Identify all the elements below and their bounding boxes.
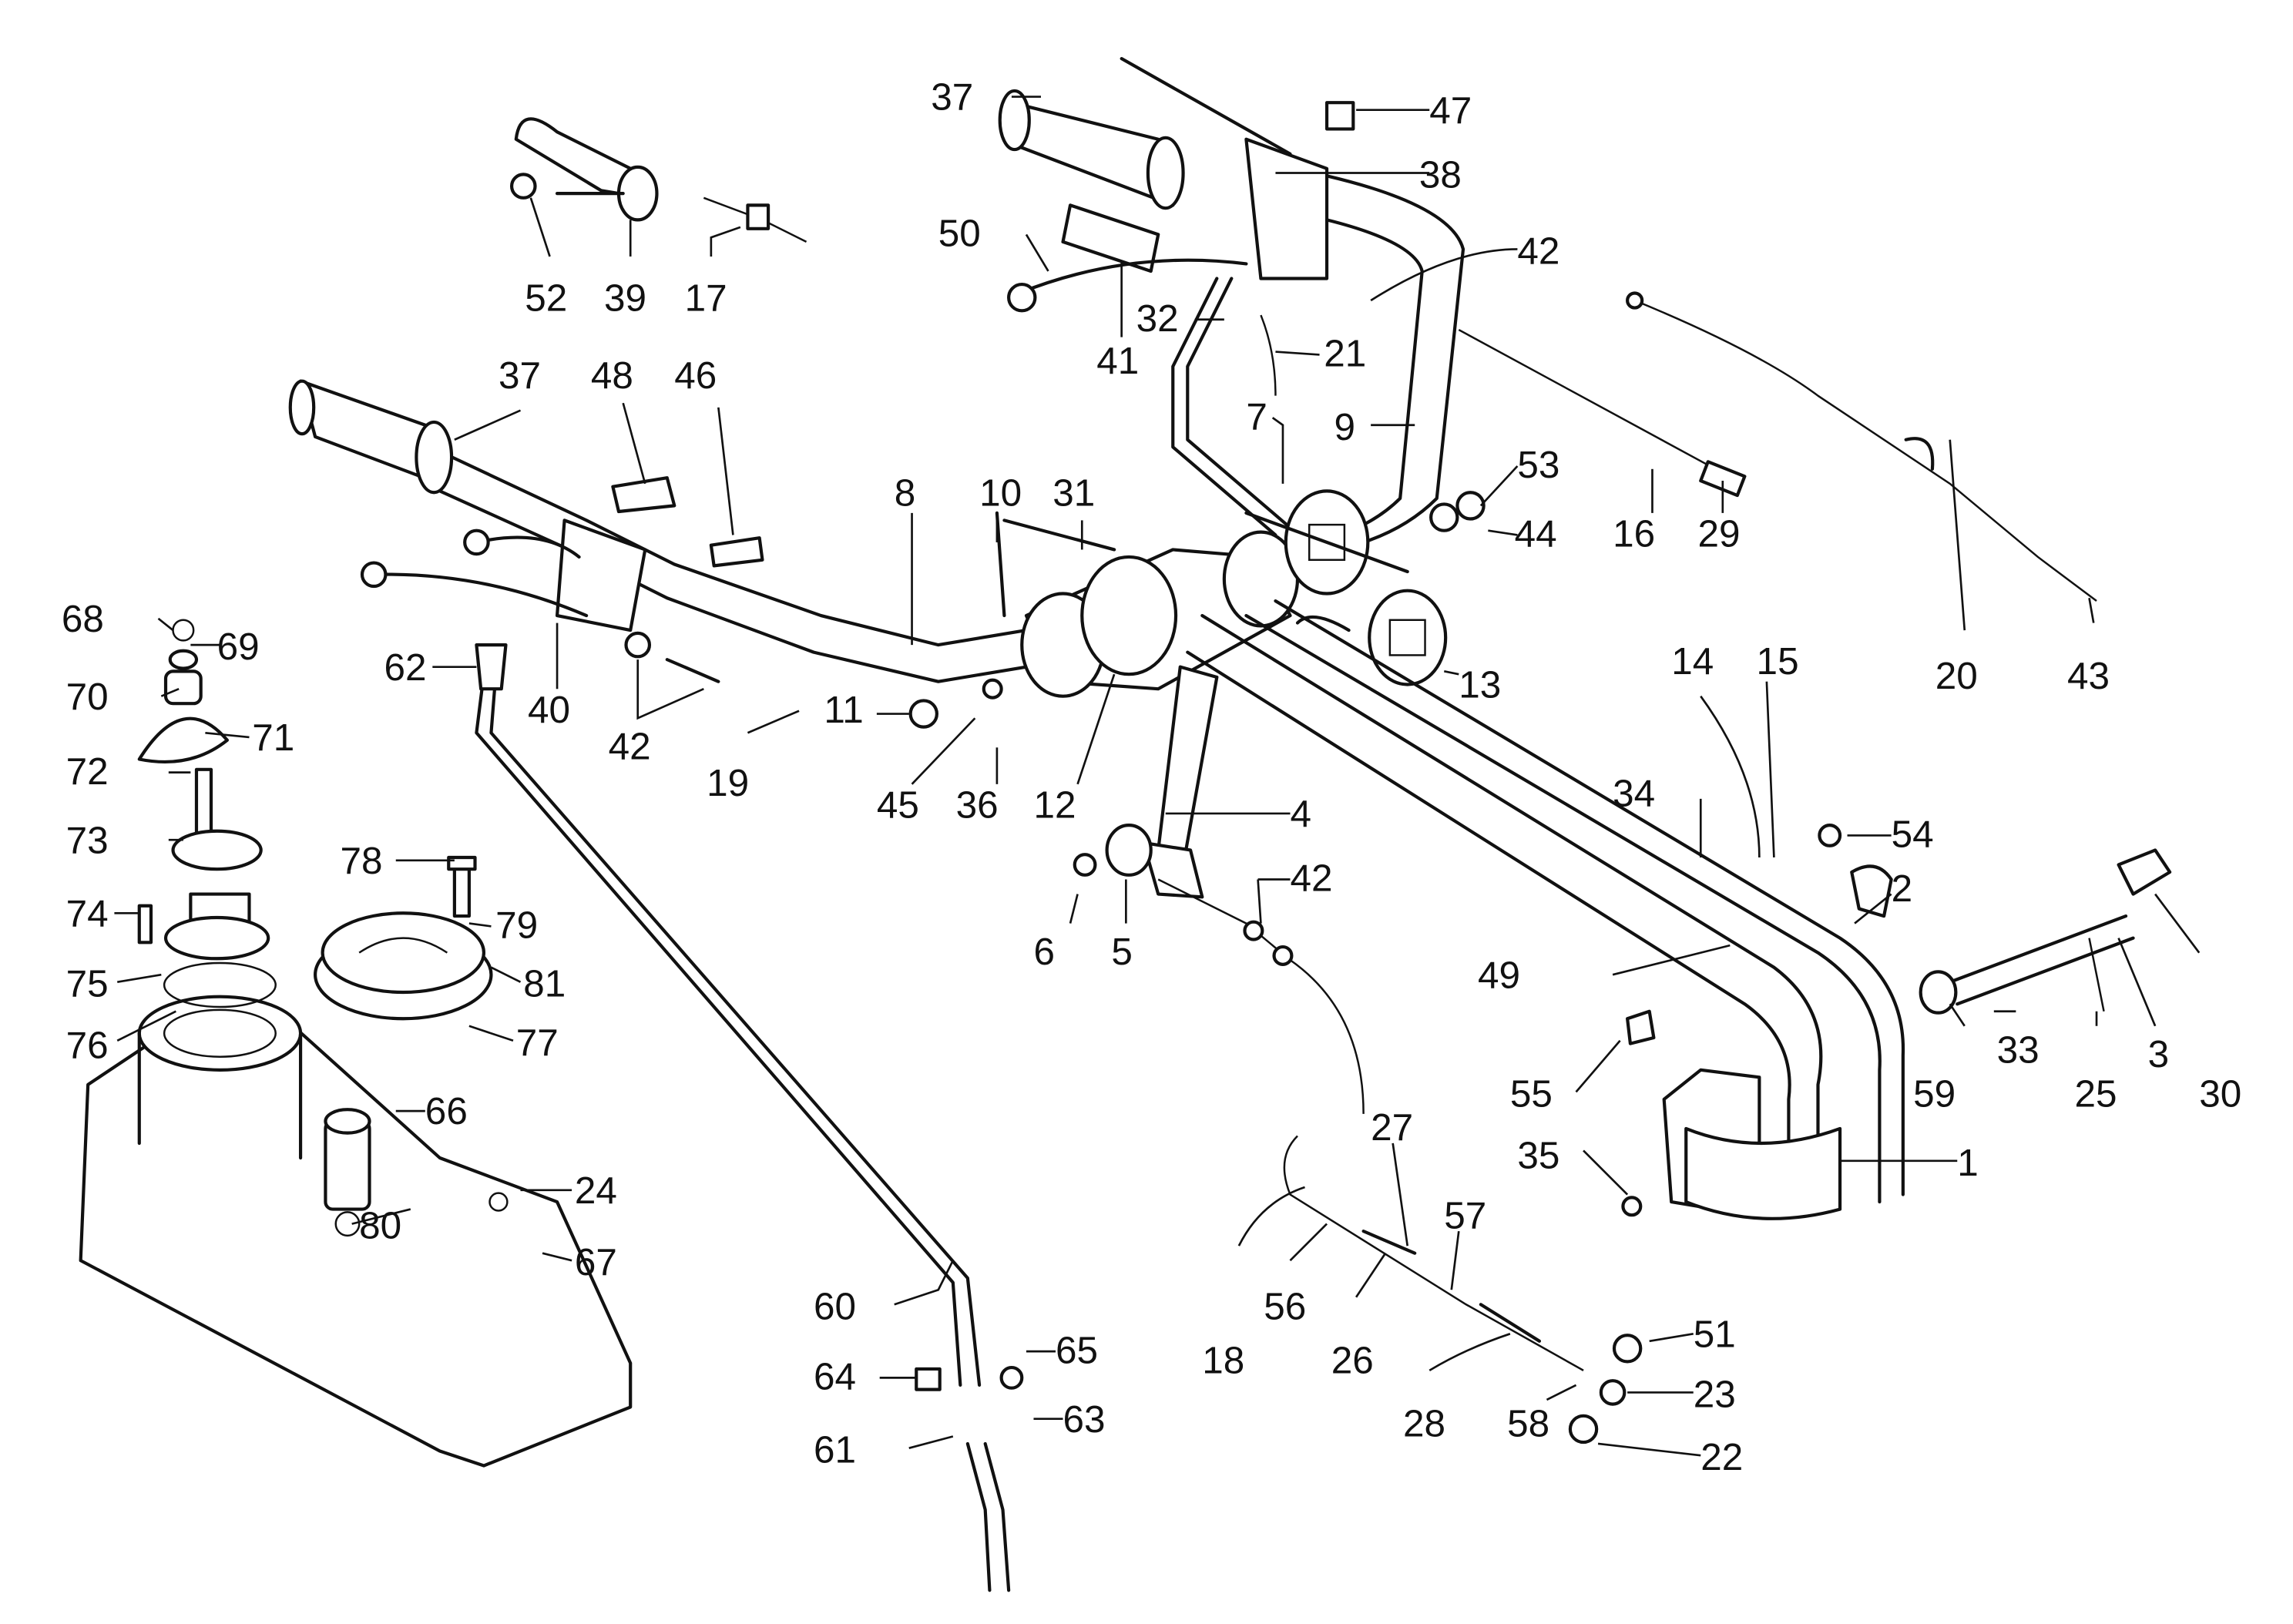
label-35: 35 xyxy=(1517,1134,1559,1176)
label-49: 49 xyxy=(1478,954,1520,996)
label-50: 50 xyxy=(938,213,981,255)
label-45: 45 xyxy=(877,784,919,827)
small-hardware xyxy=(488,511,1893,1217)
label-78: 78 xyxy=(340,840,382,882)
label-62: 62 xyxy=(384,646,427,689)
label-31: 31 xyxy=(1052,471,1095,514)
label-19: 19 xyxy=(707,762,749,804)
label-56: 56 xyxy=(1264,1285,1306,1327)
label-73: 73 xyxy=(66,819,109,861)
label-39: 39 xyxy=(604,277,646,319)
label-51: 51 xyxy=(1694,1313,1736,1355)
label-65: 65 xyxy=(1056,1329,1098,1371)
label-46: 46 xyxy=(674,354,717,397)
lever-assembly xyxy=(1073,665,1365,1114)
label-42-left: 42 xyxy=(609,726,651,768)
label-1: 1 xyxy=(1957,1142,1979,1184)
label-17: 17 xyxy=(685,277,727,319)
label-37: 37 xyxy=(931,76,973,119)
label-18: 18 xyxy=(1202,1340,1244,1382)
label-55: 55 xyxy=(1510,1072,1553,1115)
label-34: 34 xyxy=(1613,772,1655,814)
label-8: 8 xyxy=(895,471,916,514)
label-29: 29 xyxy=(1697,513,1740,555)
label-21: 21 xyxy=(1324,333,1366,375)
label-24: 24 xyxy=(575,1169,617,1212)
label-4: 4 xyxy=(1290,793,1311,835)
label-33: 33 xyxy=(1997,1028,2040,1071)
label-38: 38 xyxy=(1419,154,1462,196)
callout-text: 37 47 38 50 42 32 21 41 7 9 16 29 53 44 … xyxy=(62,76,2241,1479)
label-11: 11 xyxy=(824,689,863,731)
label-66: 66 xyxy=(425,1090,468,1132)
label-67: 67 xyxy=(575,1241,617,1283)
label-47: 47 xyxy=(1429,89,1472,132)
label-57: 57 xyxy=(1444,1194,1486,1236)
label-26: 26 xyxy=(1331,1340,1374,1382)
label-12: 12 xyxy=(1033,784,1076,827)
label-72: 72 xyxy=(66,750,109,793)
label-41: 41 xyxy=(1096,340,1139,382)
gearbox-housing xyxy=(79,619,633,1468)
label-16: 16 xyxy=(1613,513,1655,555)
handlebar-left-tube xyxy=(288,379,1029,683)
shift-rod xyxy=(475,643,1024,1592)
clutch-lever-small xyxy=(509,117,807,243)
label-5: 5 xyxy=(1111,931,1133,973)
label-70: 70 xyxy=(66,676,109,718)
label-42: 42 xyxy=(1517,230,1559,272)
handlebar-right-tube xyxy=(998,57,1465,545)
label-30: 30 xyxy=(2199,1072,2241,1115)
label-64: 64 xyxy=(814,1356,856,1398)
label-53: 53 xyxy=(1517,444,1559,486)
cable-upper-right xyxy=(1429,291,2097,602)
control-cable xyxy=(1283,1135,1643,1444)
label-43: 43 xyxy=(2067,655,2110,697)
label-58: 58 xyxy=(1507,1402,1549,1444)
label-76: 76 xyxy=(66,1025,109,1067)
label-59: 59 xyxy=(1913,1072,1956,1115)
label-6: 6 xyxy=(1033,931,1055,973)
label-2: 2 xyxy=(1892,867,1913,910)
label-48: 48 xyxy=(591,354,633,397)
label-80: 80 xyxy=(359,1205,401,1247)
label-13: 13 xyxy=(1459,664,1501,706)
label-63: 63 xyxy=(1063,1398,1106,1441)
label-3: 3 xyxy=(2148,1033,2170,1075)
label-9: 9 xyxy=(1335,406,1356,448)
label-36: 36 xyxy=(956,784,999,827)
label-68: 68 xyxy=(62,598,104,640)
label-61: 61 xyxy=(814,1429,856,1471)
throttle-lever xyxy=(1919,848,2172,1015)
label-15: 15 xyxy=(1757,640,1799,683)
label-14: 14 xyxy=(1671,640,1714,683)
label-42-center: 42 xyxy=(1290,857,1332,900)
label-79: 79 xyxy=(495,904,538,947)
label-44: 44 xyxy=(1515,513,1557,555)
label-71: 71 xyxy=(252,716,294,759)
label-60: 60 xyxy=(814,1285,856,1327)
label-32: 32 xyxy=(1136,297,1179,340)
label-10: 10 xyxy=(979,471,1022,514)
label-22: 22 xyxy=(1700,1436,1743,1478)
label-69: 69 xyxy=(217,626,260,668)
frame-tubes xyxy=(1186,511,1905,1220)
label-75: 75 xyxy=(66,963,109,1005)
label-37-left: 37 xyxy=(499,354,541,397)
label-28: 28 xyxy=(1403,1402,1445,1444)
label-40: 40 xyxy=(528,689,570,731)
label-7: 7 xyxy=(1246,395,1267,438)
label-23: 23 xyxy=(1694,1373,1736,1415)
label-74: 74 xyxy=(66,892,109,934)
callout-labels xyxy=(114,96,2201,1457)
label-77: 77 xyxy=(516,1022,559,1064)
label-20: 20 xyxy=(1935,655,1978,697)
label-54: 54 xyxy=(1892,814,1934,856)
label-52: 52 xyxy=(525,277,567,319)
label-81: 81 xyxy=(523,963,566,1005)
label-27: 27 xyxy=(1371,1106,1413,1149)
label-25: 25 xyxy=(2074,1072,2117,1115)
